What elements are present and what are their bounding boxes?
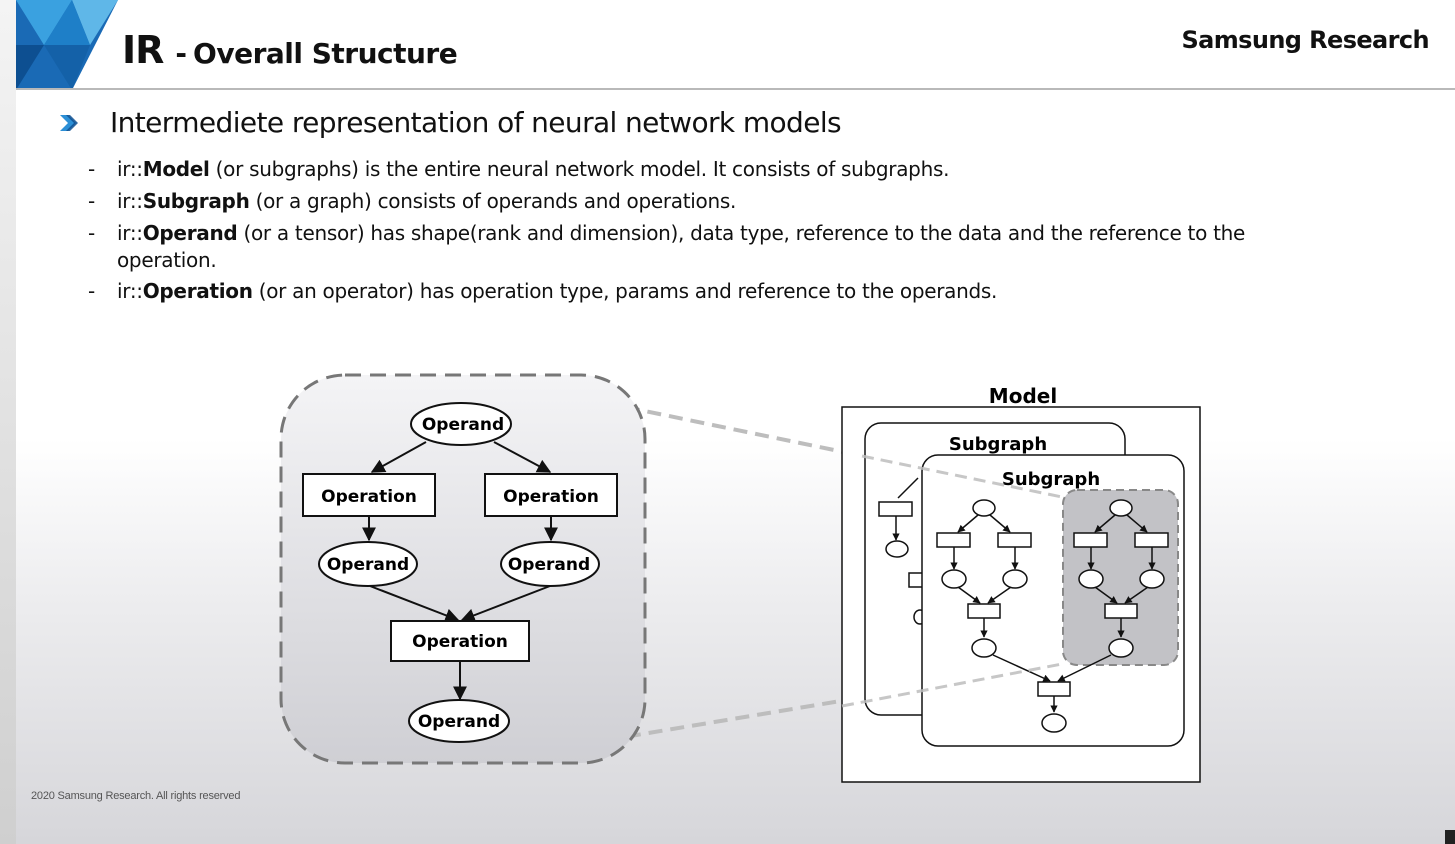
footer-copyright: 2020 Samsung Research. All rights reserv… [31, 790, 241, 802]
svg-text:Operation: Operation [412, 632, 508, 652]
header-divider [16, 88, 1455, 90]
list-item-text: ir::Operation (or an operator) has opera… [117, 278, 1287, 305]
slide-left-edge [0, 0, 16, 844]
list-item-text: ir::Model (or subgraphs) is the entire n… [117, 156, 1287, 183]
term-bold: Subgraph [142, 189, 250, 213]
highlighted-subgraph-region [1062, 489, 1179, 666]
operation-node: Operation [390, 620, 530, 662]
operand-node: Operand [408, 699, 510, 743]
list-dash: - [88, 157, 95, 181]
svg-text:Operand: Operand [508, 555, 590, 575]
term-description: (or a graph) consists of operands and op… [249, 189, 737, 213]
zoom-connector-overlay [841, 454, 1063, 708]
term-bold: Operand [142, 221, 238, 245]
subgraph-detail-box: Operand Operation Operation Operand Oper… [279, 373, 647, 765]
zoom-connector-lines [474, 374, 1063, 764]
page-title: IR-Overall Structure [122, 28, 458, 72]
svg-text:Operand: Operand [327, 555, 409, 575]
term-description: (or subgraphs) is the entire neural netw… [209, 157, 950, 181]
model-diagram: Model Subgraph Subgraph [841, 384, 1201, 783]
title-subject: Overall Structure [193, 37, 458, 70]
model-box [841, 406, 1201, 783]
operation-node: Operation [302, 473, 436, 517]
term-description: (or a tensor) has shape(rank and dimensi… [117, 221, 1245, 272]
model-label: Model [989, 384, 1057, 408]
svg-text:Subgraph: Subgraph [949, 434, 1047, 455]
ir-prefix: ir:: [117, 189, 143, 213]
svg-text:Operation: Operation [321, 487, 417, 507]
slide-header: IR-Overall Structure Samsung Research [16, 0, 1455, 90]
operation-node: Operation [484, 473, 618, 517]
ir-prefix: ir:: [117, 279, 143, 303]
corner-marker [1445, 830, 1455, 844]
ir-prefix: ir:: [117, 157, 143, 181]
list-dash: - [88, 189, 95, 213]
title-ir: IR [122, 28, 164, 72]
subgraph-back: Subgraph [864, 422, 1126, 716]
term-description: (or an operator) has operation type, par… [252, 279, 998, 303]
operand-node: Operand [500, 541, 600, 587]
list-item-text: ir::Subgraph (or a graph) consists of op… [117, 188, 1287, 215]
chevron-right-icon [60, 114, 78, 131]
svg-text:Subgraph: Subgraph [1002, 469, 1100, 490]
brand-name: Samsung Research [1181, 26, 1429, 54]
svg-text:Operand: Operand [422, 415, 504, 435]
list-item-text: ir::Operand (or a tensor) has shape(rank… [117, 220, 1287, 274]
list-dash: - [88, 279, 95, 303]
svg-text:Operand: Operand [418, 712, 500, 732]
svg-text:Operation: Operation [503, 487, 599, 507]
title-dash: - [175, 37, 188, 70]
samsung-logo-icon [16, 0, 118, 90]
operand-node: Operand [410, 402, 512, 446]
operand-node: Operand [318, 541, 418, 587]
main-bullet-text: Intermediete representation of neural ne… [110, 106, 842, 139]
term-bold: Model [142, 157, 210, 181]
ir-prefix: ir:: [117, 221, 143, 245]
main-bullet: Intermediete representation of neural ne… [58, 106, 842, 139]
subgraph-front: Subgraph [921, 454, 1185, 747]
list-dash: - [88, 221, 95, 245]
term-bold: Operation [142, 279, 253, 303]
